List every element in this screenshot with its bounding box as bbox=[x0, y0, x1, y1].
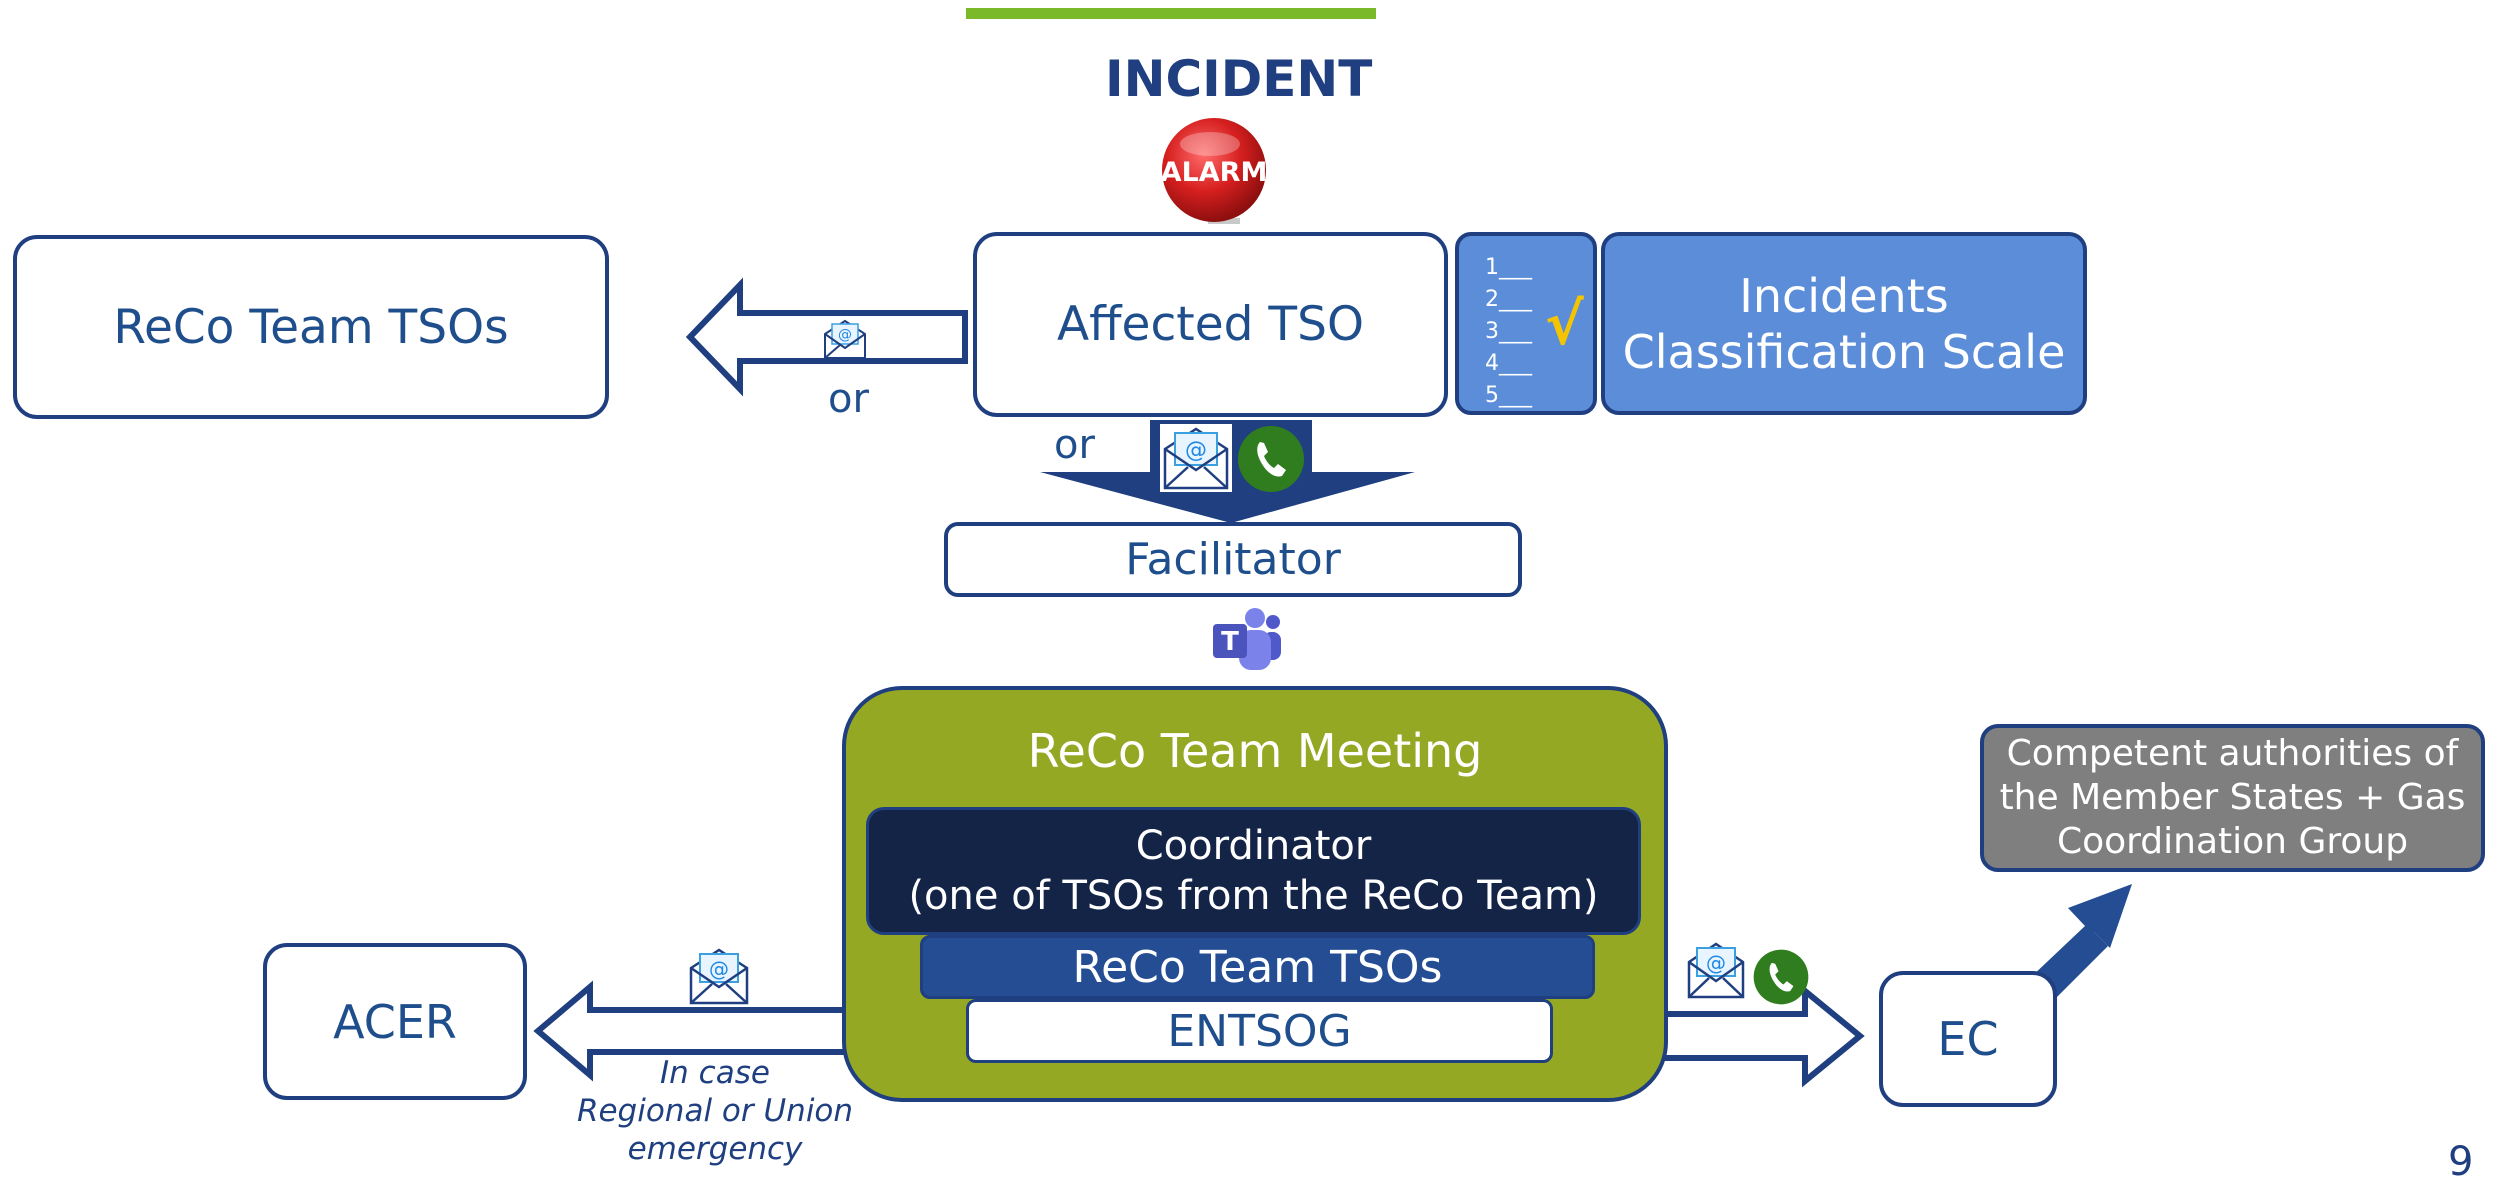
coordinator-line1: Coordinator bbox=[1135, 823, 1372, 869]
svg-text:@: @ bbox=[1185, 438, 1207, 463]
facilitator-label: Facilitator bbox=[1125, 534, 1341, 585]
acer-box: ACER bbox=[263, 943, 527, 1100]
affected-tso-box: Affected TSO bbox=[973, 232, 1448, 417]
affected-tso-label: Affected TSO bbox=[1057, 297, 1364, 352]
acer-note-line1: In case bbox=[660, 1055, 770, 1091]
teams-icon: T bbox=[1211, 606, 1283, 672]
svg-text:T: T bbox=[1221, 627, 1239, 657]
checklist-icon: 1___ 2___ 3___ 4___ 5___ √ bbox=[1455, 232, 1597, 415]
ec-box: EC bbox=[1879, 971, 2057, 1107]
incident-title: INCIDENT bbox=[1105, 50, 1373, 108]
checkmark-icon: √ bbox=[1545, 290, 1584, 358]
meeting-reco-team-tsos-label: ReCo Team TSOs bbox=[1072, 941, 1443, 993]
arrow-to-competent-authorities bbox=[2030, 884, 2132, 984]
checklist-item-4: 4___ bbox=[1485, 351, 1532, 376]
checklist-item-3: 3___ bbox=[1485, 319, 1532, 344]
email-icon: @ bbox=[1160, 424, 1232, 492]
reco-team-tsos-label: ReCo Team TSOs bbox=[113, 299, 509, 355]
page-number: 9 bbox=[2448, 1139, 2474, 1185]
competent-line1: Competent authorities of bbox=[2006, 733, 2459, 774]
coordinator-box: Coordinator (one of TSOs from the ReCo T… bbox=[866, 807, 1641, 935]
svg-text:@: @ bbox=[838, 327, 852, 343]
phone-icon bbox=[1236, 424, 1306, 494]
checklist-item-5: 5___ bbox=[1485, 383, 1532, 408]
ec-label: EC bbox=[1937, 1012, 1999, 1066]
alarm-button-icon: ALARM bbox=[1158, 116, 1270, 228]
checklist-item-1: 1___ bbox=[1485, 255, 1532, 280]
competent-authorities-box: Competent authorities of the Member Stat… bbox=[1980, 724, 2485, 872]
email-icon: @ bbox=[822, 318, 868, 360]
reco-team-tsos-box: ReCo Team TSOs bbox=[13, 235, 609, 419]
alarm-text: ALARM bbox=[1161, 157, 1268, 188]
acer-note-line2: Regional or Union bbox=[576, 1093, 854, 1129]
entsog-box: ENTSOG bbox=[966, 999, 1553, 1063]
acer-emergency-note: In case Regional or Union emergency bbox=[560, 1054, 870, 1168]
incidents-classification-scale-box: Incidents Classification Scale bbox=[1601, 232, 2087, 415]
email-icon: @ bbox=[687, 946, 751, 1006]
competent-line2: the Member States + Gas bbox=[1999, 777, 2466, 818]
phone-icon bbox=[1752, 948, 1810, 1006]
acer-label: ACER bbox=[333, 994, 457, 1049]
top-accent-bar bbox=[966, 8, 1376, 19]
entsog-label: ENTSOG bbox=[1167, 1005, 1352, 1057]
svg-text:@: @ bbox=[1706, 951, 1726, 975]
coordinator-line2: (one of TSOs from the ReCo Team) bbox=[908, 873, 1599, 919]
facilitator-box: Facilitator bbox=[944, 522, 1522, 597]
meeting-title: ReCo Team Meeting bbox=[1027, 724, 1483, 778]
or-label-left: or bbox=[828, 376, 869, 422]
classification-title-line2: Classification Scale bbox=[1622, 324, 2066, 379]
svg-text:@: @ bbox=[709, 957, 729, 981]
competent-line3: Coordination Group bbox=[2056, 821, 2409, 862]
email-icon: @ bbox=[1685, 940, 1747, 1000]
acer-note-line3: emergency bbox=[627, 1131, 803, 1167]
checklist-item-2: 2___ bbox=[1485, 287, 1532, 312]
meeting-reco-team-tsos-box: ReCo Team TSOs bbox=[920, 935, 1595, 999]
or-label-down: or bbox=[1054, 422, 1095, 468]
classification-title-line1: Incidents bbox=[1739, 268, 1949, 323]
